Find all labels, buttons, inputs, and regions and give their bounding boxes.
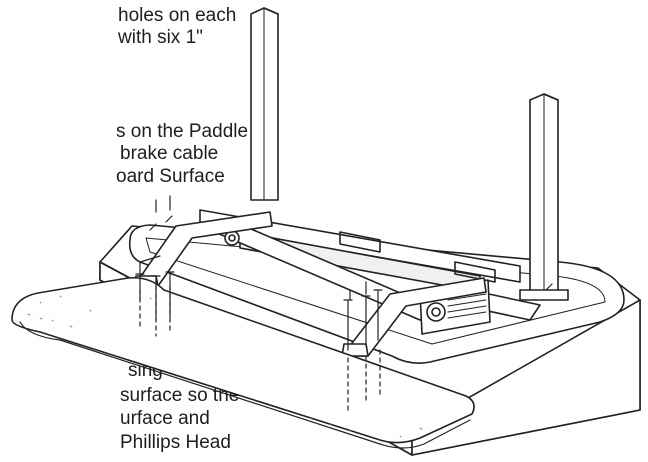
instruction-text-line-7: surface so the xyxy=(120,385,240,406)
instruction-text-line-3: s on the Paddle xyxy=(116,121,249,142)
instruction-text-line-4: brake cable xyxy=(120,143,219,164)
instruction-text-line-2: with six 1" xyxy=(118,27,203,48)
right-leg-column xyxy=(519,93,569,301)
keyboard-paddle-surface xyxy=(11,276,475,449)
left-leg-column xyxy=(250,7,279,201)
alignment-guides xyxy=(139,285,381,411)
instruction-text-line-5: oard Surface xyxy=(116,166,225,187)
instruction-text-line-8: urface and xyxy=(120,408,210,429)
instruction-text-line-9: Phillips Head xyxy=(120,432,231,453)
instruction-text-line-1: holes on each xyxy=(118,5,237,26)
